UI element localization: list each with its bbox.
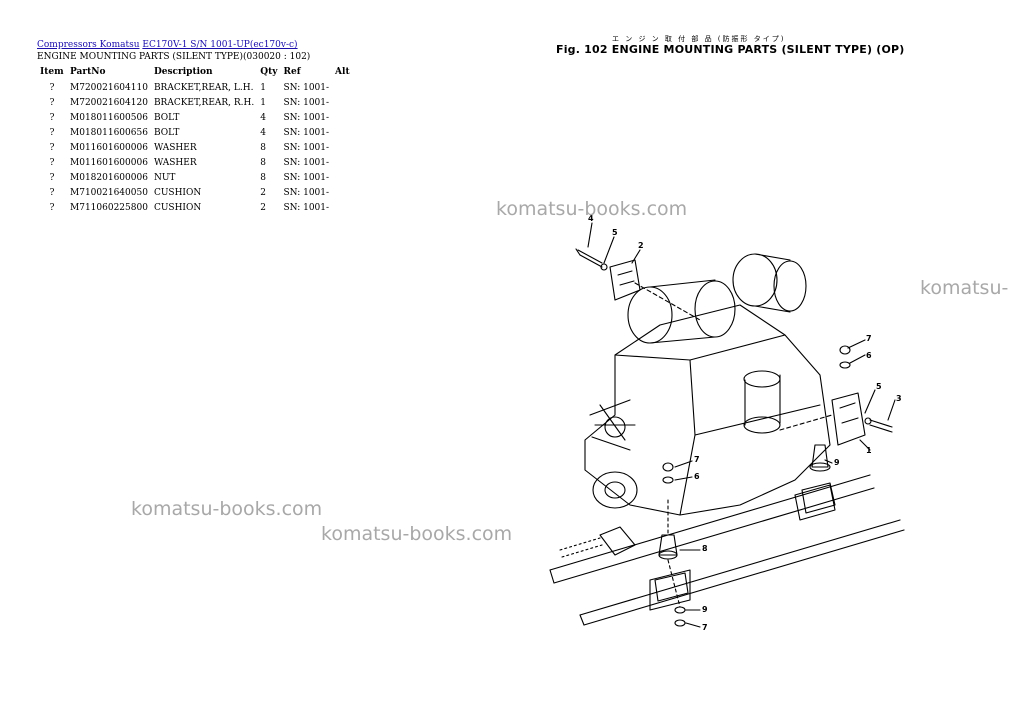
cell-description: BRACKET,REAR, R.H. <box>153 97 255 108</box>
watermark: komatsu-books.com <box>496 198 688 220</box>
cell-description: WASHER <box>153 142 197 153</box>
callout-7: 7 <box>866 334 872 343</box>
cell-ref: SN: 1001- <box>283 112 330 123</box>
cell-qty: 4 <box>260 112 266 123</box>
callout-5: 5 <box>876 382 882 391</box>
callout-7: 7 <box>694 455 700 464</box>
cell-alt <box>332 110 353 125</box>
callout-7: 7 <box>702 623 708 632</box>
cell-alt <box>332 125 353 140</box>
cell-alt <box>332 95 353 110</box>
breadcrumb-link-compressors[interactable]: Compressors Komatsu <box>37 40 140 50</box>
breadcrumb-link-model[interactable]: EC170V-1 S/N 1001-UP(ec170v-c) <box>142 40 298 50</box>
cell-partno: M720021604120 <box>70 97 148 108</box>
header-item: Item <box>40 67 64 77</box>
cell-qty: 2 <box>260 202 266 213</box>
cell-alt <box>332 200 353 215</box>
cell-qty: 8 <box>260 142 266 153</box>
callout-9: 9 <box>834 458 840 467</box>
header-partno: PartNo <box>70 67 106 77</box>
cell-item: ? <box>49 82 55 93</box>
table-row: ? M018011600656 BOLT 4 SN: 1001- <box>37 125 353 140</box>
cell-item: ? <box>49 157 55 168</box>
cell-qty: 4 <box>260 127 266 138</box>
cell-ref: SN: 1001- <box>283 127 330 138</box>
cell-description: CUSHION <box>153 187 202 198</box>
cell-partno: M720021604110 <box>70 82 148 93</box>
cell-ref: SN: 1001- <box>283 97 330 108</box>
cell-alt <box>332 185 353 200</box>
cell-qty: 1 <box>260 97 266 108</box>
header-qty: Qty <box>260 67 278 77</box>
figure-caption: Fig. 102 ENGINE MOUNTING PARTS (SILENT T… <box>556 43 905 56</box>
table-header-row: Item PartNo Description Qty Ref Alt <box>37 66 353 80</box>
cell-ref: SN: 1001- <box>283 172 330 183</box>
callout-9: 9 <box>702 605 708 614</box>
cell-description: BRACKET,REAR, L.H. <box>153 82 254 93</box>
cell-item: ? <box>49 187 55 198</box>
cell-partno: M710021640050 <box>70 187 148 198</box>
cell-partno: M011601600006 <box>70 157 148 168</box>
table-row: ? M011601600006 WASHER 8 SN: 1001- <box>37 140 353 155</box>
header-ref: Ref <box>283 67 301 77</box>
figure-japanese-caption: エ ン ジ ン 取 付 部 品 (防振形 タイプ) <box>612 35 786 43</box>
cell-partno: M711060225800 <box>70 202 148 213</box>
cell-alt <box>332 140 353 155</box>
callout-6: 6 <box>866 351 872 360</box>
cell-partno: M018011600506 <box>70 112 148 123</box>
breadcrumb: Compressors Komatsu EC170V-1 S/N 1001-UP… <box>37 40 298 50</box>
table-row: ? M018201600006 NUT 8 SN: 1001- <box>37 170 353 185</box>
table-row: ? M710021640050 CUSHION 2 SN: 1001- <box>37 185 353 200</box>
cell-alt <box>332 170 353 185</box>
cell-qty: 8 <box>260 157 266 168</box>
callout-4: 4 <box>588 214 594 223</box>
cell-alt <box>332 155 353 170</box>
cell-alt <box>332 80 353 95</box>
parts-table: Item PartNo Description Qty Ref Alt ? M7… <box>37 66 353 215</box>
watermark: komatsu-books.com <box>131 498 323 520</box>
table-row: ? M711060225800 CUSHION 2 SN: 1001- <box>37 200 353 215</box>
watermark: komatsu-books.com <box>321 523 513 545</box>
cell-description: BOLT <box>153 127 180 138</box>
callout-3: 3 <box>896 394 902 403</box>
cell-description: NUT <box>153 172 176 183</box>
cell-description: BOLT <box>153 112 180 123</box>
cell-ref: SN: 1001- <box>283 142 330 153</box>
callout-2: 2 <box>638 241 644 250</box>
cell-qty: 2 <box>260 187 266 198</box>
callout-6: 6 <box>694 472 700 481</box>
cell-partno: M018201600006 <box>70 172 148 183</box>
cell-item: ? <box>49 112 55 123</box>
header-alt: Alt <box>335 67 350 77</box>
watermark: komatsu- <box>920 277 1009 299</box>
section-title: ENGINE MOUNTING PARTS (SILENT TYPE)(0300… <box>37 52 311 62</box>
header-description: Description <box>153 67 213 77</box>
cell-ref: SN: 1001- <box>283 157 330 168</box>
callout-5: 5 <box>612 228 618 237</box>
engine-mounting-diagram: 4 5 2 7 6 5 3 1 9 7 6 8 9 7 <box>549 214 905 632</box>
callout-8: 8 <box>702 544 708 553</box>
cell-item: ? <box>49 202 55 213</box>
cell-ref: SN: 1001- <box>283 202 330 213</box>
cell-ref: SN: 1001- <box>283 187 330 198</box>
cell-qty: 1 <box>260 82 266 93</box>
table-row: ? M720021604120 BRACKET,REAR, R.H. 1 SN:… <box>37 95 353 110</box>
cell-description: WASHER <box>153 157 197 168</box>
cell-ref: SN: 1001- <box>283 82 330 93</box>
cell-item: ? <box>49 127 55 138</box>
cell-item: ? <box>49 142 55 153</box>
table-row: ? M720021604110 BRACKET,REAR, L.H. 1 SN:… <box>37 80 353 95</box>
table-row: ? M011601600006 WASHER 8 SN: 1001- <box>37 155 353 170</box>
cell-partno: M011601600006 <box>70 142 148 153</box>
cell-item: ? <box>49 172 55 183</box>
cell-partno: M018011600656 <box>70 127 148 138</box>
cell-item: ? <box>49 97 55 108</box>
cell-qty: 8 <box>260 172 266 183</box>
cell-description: CUSHION <box>153 202 202 213</box>
callout-1: 1 <box>866 446 872 455</box>
table-row: ? M018011600506 BOLT 4 SN: 1001- <box>37 110 353 125</box>
